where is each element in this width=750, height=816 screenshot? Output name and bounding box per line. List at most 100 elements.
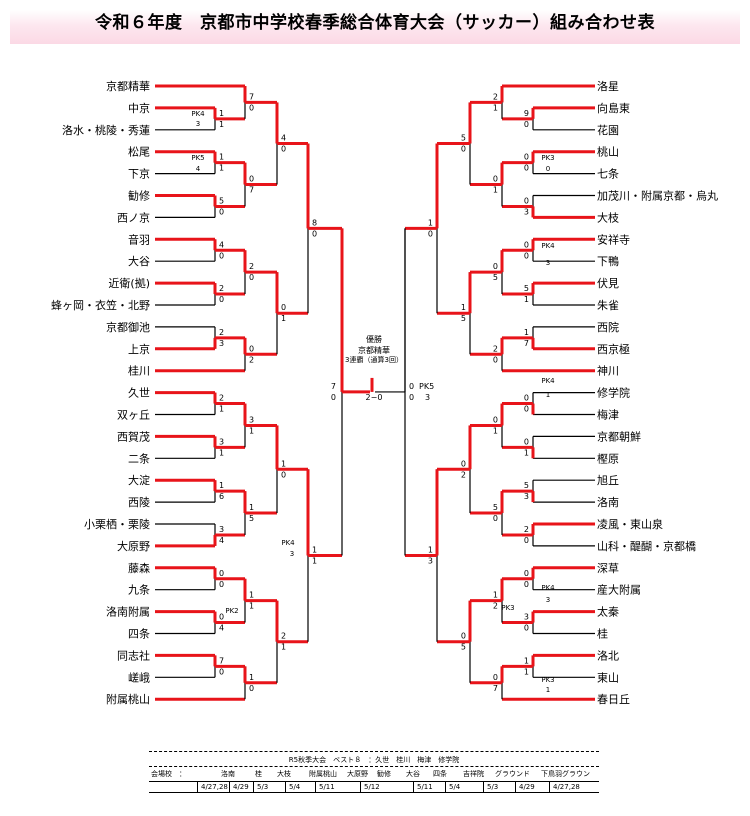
right-r1-score: 0 bbox=[524, 196, 529, 205]
right-r3-score: 5 bbox=[461, 314, 466, 323]
left-team-label: 西ノ京 bbox=[117, 210, 150, 224]
left-r1-score: 4 bbox=[219, 536, 224, 545]
left-r3-score: 4 bbox=[281, 133, 286, 142]
left-r4-score: 0 bbox=[312, 229, 317, 238]
left-r3-score: 2 bbox=[281, 632, 286, 641]
left-r2-score: 7 bbox=[249, 92, 254, 101]
venue-caption: R5秋季大会 ベスト８ ：久世 桂川 梅津 修学院 bbox=[288, 756, 460, 764]
left-r3-score: 1 bbox=[281, 314, 286, 323]
right-r1-score: 0 bbox=[524, 120, 529, 129]
right-r3-score: 0 bbox=[461, 459, 466, 468]
right-team-label: 樫原 bbox=[597, 451, 619, 465]
left-r2-score: 0 bbox=[249, 175, 254, 184]
right-r1-score: 0 bbox=[524, 569, 529, 578]
right-team-label: 太秦 bbox=[597, 605, 619, 619]
right-r4-score: 3 bbox=[428, 556, 433, 565]
left-team-label: 大原野 bbox=[117, 539, 150, 553]
right-r1-score: 1 bbox=[524, 448, 529, 457]
right-r1-score: 3 bbox=[524, 613, 529, 622]
right-team-label: 洛北 bbox=[597, 648, 619, 662]
left-r2-score: 0 bbox=[249, 273, 254, 282]
right-pk-note: PK4 bbox=[541, 377, 555, 385]
left-r4-score: 1 bbox=[312, 556, 317, 565]
right-team-label: 梅津 bbox=[597, 408, 619, 422]
right-team-label: 神川 bbox=[597, 364, 619, 378]
right-team-label: 西京極 bbox=[597, 342, 630, 356]
left-team-label: 西賀茂 bbox=[117, 429, 150, 443]
left-team-label: 蜂ヶ岡・衣笠・北野 bbox=[51, 298, 150, 312]
venue-date-cell: 5/11 bbox=[417, 783, 433, 791]
right-r1-score: 0 bbox=[524, 394, 529, 403]
left-team-label: 洛水・桃陵・秀蓮 bbox=[62, 123, 150, 137]
left-r1-score: 0 bbox=[219, 667, 224, 676]
venue-separator bbox=[229, 781, 230, 793]
left-r1-score: 6 bbox=[219, 492, 224, 501]
left-r2-score: 3 bbox=[249, 415, 254, 424]
left-pk-note: PK2 bbox=[225, 607, 238, 615]
right-r1-score: 0 bbox=[524, 153, 529, 162]
venue-school-cell: 大谷 bbox=[406, 770, 420, 778]
left-team-label: 近衛(拠) bbox=[108, 277, 150, 290]
venue-date-cell: 4/29 bbox=[519, 783, 535, 791]
right-r4-score: 1 bbox=[428, 218, 433, 227]
right-final-score: 0 bbox=[409, 393, 414, 402]
left-r1-score: 1 bbox=[219, 481, 224, 490]
right-r2-score: 7 bbox=[493, 684, 498, 693]
right-team-label: 桃山 bbox=[597, 145, 619, 159]
left-r3-score: 0 bbox=[281, 303, 286, 312]
left-r2-score: 2 bbox=[249, 355, 254, 364]
champion-name: 京都精華 bbox=[358, 345, 390, 355]
venue-date-cell: 5/12 bbox=[364, 783, 380, 791]
left-r1-score: 3 bbox=[219, 339, 224, 348]
right-team-label: 加茂川・附属京都・烏丸 bbox=[597, 189, 718, 203]
left-r1-score: 1 bbox=[219, 109, 224, 118]
left-r1-score: 0 bbox=[219, 251, 224, 260]
right-r1-score: 0 bbox=[524, 405, 529, 414]
right-team-label: 旭丘 bbox=[597, 473, 619, 487]
right-r3-score: 1 bbox=[461, 303, 466, 312]
right-pk-note: 1 bbox=[546, 391, 550, 399]
left-r3-score: 0 bbox=[281, 470, 286, 479]
venue-date-cell: 5/11 bbox=[319, 783, 335, 791]
venue-school-cell: グラウンド bbox=[495, 770, 530, 778]
left-team-label: 藤森 bbox=[128, 561, 150, 575]
right-r1-score: 9 bbox=[524, 109, 529, 118]
right-r2-score: 0 bbox=[493, 355, 498, 364]
right-team-label: 洛星 bbox=[597, 79, 619, 93]
right-final-score: 0 bbox=[409, 382, 414, 391]
right-r1-score: 2 bbox=[524, 525, 529, 534]
right-r3-score: 5 bbox=[461, 643, 466, 652]
left-team-label: 下京 bbox=[128, 167, 150, 181]
venue-separator bbox=[285, 781, 286, 793]
left-r2-score: 1 bbox=[249, 503, 254, 512]
left-team-label: 九条 bbox=[128, 583, 150, 597]
right-r1-score: 0 bbox=[524, 536, 529, 545]
right-team-label: 花園 bbox=[597, 124, 619, 137]
venue-separator bbox=[197, 781, 198, 793]
right-r1-score: 0 bbox=[524, 580, 529, 589]
left-r1-score: 1 bbox=[219, 448, 224, 457]
left-r1-score: 2 bbox=[219, 394, 224, 403]
right-r1-score: 0 bbox=[524, 624, 529, 633]
left-team-label: 京都御池 bbox=[106, 320, 150, 334]
left-r1-score: 2 bbox=[219, 284, 224, 293]
left-r1-score: 1 bbox=[219, 164, 224, 173]
left-team-label: 音羽 bbox=[128, 232, 150, 246]
left-r1-score: 0 bbox=[219, 569, 224, 578]
right-team-label: 下鴨 bbox=[597, 254, 619, 268]
right-team-label: 伏見 bbox=[597, 276, 619, 290]
left-r1-score: 1 bbox=[219, 405, 224, 414]
left-pk-note: 4 bbox=[196, 165, 201, 173]
venue-date-cell: 5/3 bbox=[487, 783, 499, 791]
left-r1-score: 0 bbox=[219, 613, 224, 622]
left-r1-score: 3 bbox=[219, 525, 224, 534]
left-pk-note: 3 bbox=[196, 120, 200, 128]
right-team-label: 修学院 bbox=[597, 386, 630, 400]
right-pk-note: 3 bbox=[546, 596, 550, 604]
left-team-label: 上京 bbox=[128, 342, 150, 356]
left-r1-score: 0 bbox=[219, 580, 224, 589]
venue-school-cell: 附属桃山 bbox=[309, 770, 337, 778]
left-r1-score: 4 bbox=[219, 624, 224, 633]
title-bar bbox=[10, 10, 740, 44]
right-r2-score: 1 bbox=[493, 591, 498, 600]
